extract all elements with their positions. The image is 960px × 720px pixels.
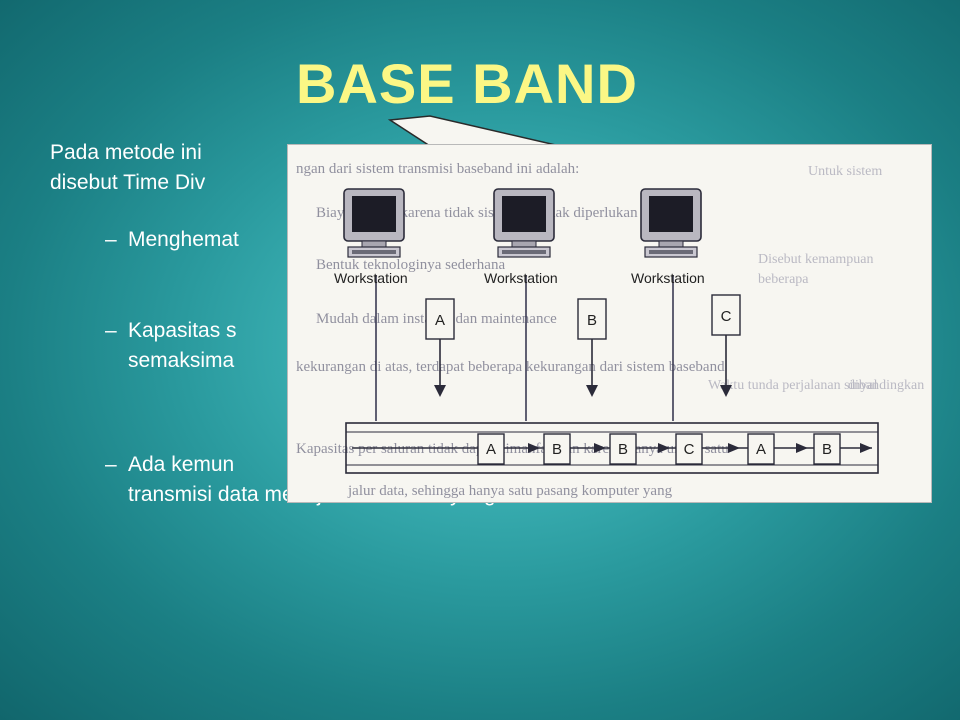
bus-packet: B	[609, 433, 637, 465]
packet-in-c: C	[711, 294, 741, 397]
bullet-item: – Menghemat	[105, 225, 925, 255]
workstation-2: Workstation	[484, 188, 558, 286]
bullet-text: Kapasitas s	[128, 319, 237, 342]
bus-arrow	[658, 443, 670, 453]
bg-text-right: Disebut kemampuan	[758, 252, 873, 267]
workstation-label: Workstation	[334, 270, 408, 286]
intro-line-1: Pada metode ini	[50, 141, 202, 164]
bullet-text: semaksima	[128, 349, 235, 372]
workstation-label: Workstation	[484, 270, 558, 286]
svg-text:B: B	[552, 441, 562, 458]
svg-text:C: C	[684, 441, 695, 458]
bullet-dash: –	[105, 453, 117, 476]
svg-text:B: B	[618, 441, 628, 458]
baseband-diagram-image: ngan dari sistem transmisi baseband ini …	[288, 145, 931, 502]
baseband-diagram: ngan dari sistem transmisi baseband ini …	[296, 161, 924, 499]
bg-text-right: dibandingkan	[848, 378, 924, 393]
bus-line	[345, 422, 879, 474]
svg-text:A: A	[435, 312, 445, 329]
bus-arrow	[594, 443, 606, 453]
bullet-text: Ada kemun	[128, 453, 235, 476]
bus-arrow	[860, 443, 872, 453]
svg-text:B: B	[822, 441, 832, 458]
bg-text: jalur data, sehingga hanya satu pasang k…	[347, 483, 673, 499]
bus-arrow	[728, 443, 740, 453]
packet-in-b: B	[577, 298, 607, 397]
bus-packet: C	[675, 433, 703, 465]
bus-packet: B	[813, 433, 841, 465]
bullet-item: – Kapasitas s semaksima	[105, 316, 925, 376]
bullet-text: Menghemat	[128, 228, 239, 251]
svg-text:C: C	[721, 308, 732, 325]
bg-text-right: Untuk sistem	[808, 164, 882, 179]
svg-text:A: A	[756, 441, 766, 458]
intro-line-2: disebut Time Div	[50, 171, 206, 194]
workstation-3: Workstation	[631, 188, 705, 286]
packet-in-a: A	[425, 298, 455, 397]
bg-text: kekurangan di atas, terdapat beberapa ke…	[296, 359, 725, 375]
bg-text: Bentuk teknologinya sederhana	[316, 257, 505, 273]
bullet-dash: –	[105, 319, 117, 342]
bullet-dash: –	[105, 228, 117, 251]
bg-text-right: beberapa	[758, 272, 809, 287]
svg-text:B: B	[587, 312, 597, 329]
bg-text-right: Waktu tunda perjalanan sinyal	[708, 378, 878, 393]
slide-title: BASE BAND	[296, 52, 638, 115]
bg-text: ngan dari sistem transmisi baseband ini …	[296, 161, 579, 177]
workstation-1: Workstation	[334, 188, 408, 286]
bus-arrow	[528, 443, 540, 453]
bus-packet: A	[747, 433, 775, 465]
workstation-label: Workstation	[631, 270, 705, 286]
intro-paragraph: Pada metode ini disebut Time Div	[50, 138, 910, 198]
svg-text:A: A	[486, 441, 496, 458]
bus-packet: A	[477, 433, 505, 465]
bus-arrow	[796, 443, 808, 453]
bus-packet: B	[543, 433, 571, 465]
